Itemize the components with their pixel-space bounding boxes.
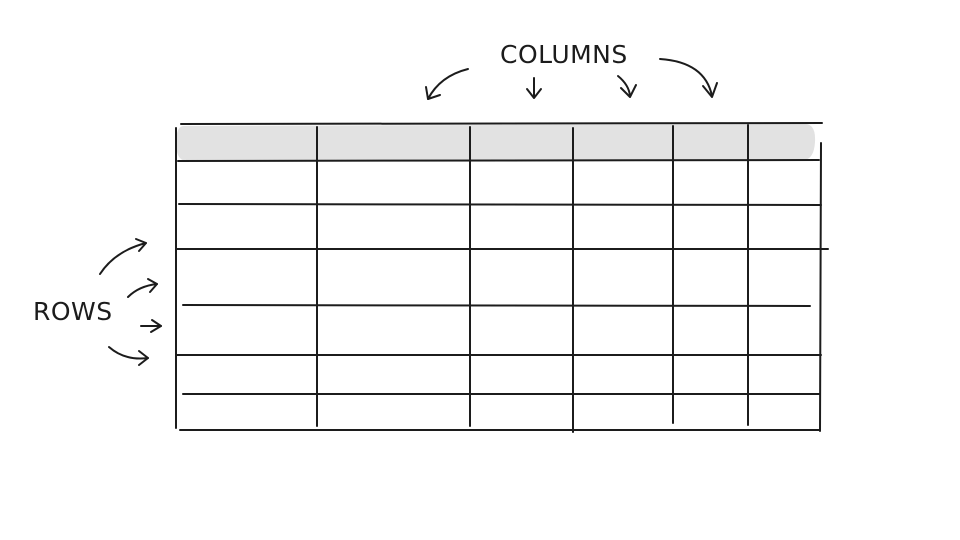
row-arrow-3: [140, 319, 162, 333]
columns-label: COLUMNS: [500, 40, 628, 69]
column-arrow-4: [659, 58, 718, 98]
rows-label: ROWS: [33, 297, 113, 326]
row-arrow-4: [108, 346, 149, 366]
column-arrow-2: [526, 77, 542, 99]
column-arrow-1: [425, 68, 469, 100]
row-line-2: [178, 203, 822, 206]
row-arrow-2: [127, 278, 158, 298]
row-line-4: [182, 304, 811, 307]
rows-arrows: [99, 238, 162, 366]
row-arrow-1: [99, 238, 147, 275]
header-row-highlight: [176, 124, 816, 161]
row-line-1: [177, 159, 820, 162]
column-line-right: [819, 142, 822, 432]
column-arrow-3: [617, 75, 637, 98]
columns-arrows: [425, 58, 718, 100]
table-column-lines: [175, 124, 822, 433]
row-line-top: [180, 122, 823, 125]
table-row-lines: [176, 122, 829, 431]
